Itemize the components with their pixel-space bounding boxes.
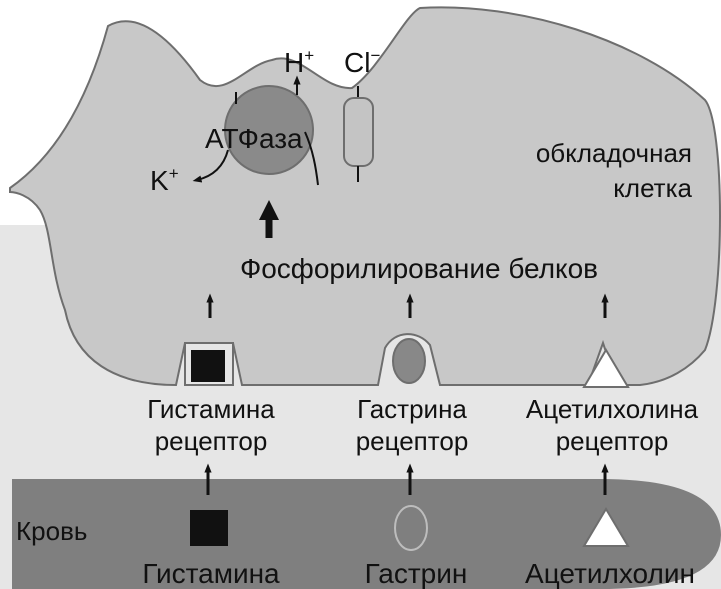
- acetylcholine-receptor-triangle-icon: [582, 348, 630, 388]
- gastrin-receptor-oval-icon: [392, 338, 426, 384]
- phosphorylation-label: Фосфорилирование белков: [240, 253, 598, 284]
- ligand-1-label: Гистамина: [142, 558, 280, 589]
- receptor-2-line1: Гастрина: [357, 394, 467, 424]
- histamine-square-icon: [190, 510, 228, 546]
- k-ion-label: K+: [150, 164, 179, 196]
- receptor-1-line1: Гистамина: [147, 394, 275, 424]
- atpase-pump: [224, 85, 314, 175]
- atpase-label: АТФаза: [205, 123, 303, 154]
- blood-label: Кровь: [16, 516, 87, 546]
- k-ion-arrow: [192, 149, 229, 183]
- gastrin-oval-icon: [394, 505, 428, 551]
- receptor-3-line1: Ацетилхолина: [526, 394, 699, 424]
- cell-label-line1: обкладочная: [536, 138, 692, 168]
- parietal-cell: [9, 6, 721, 387]
- receptor-2-line2: рецептор: [356, 426, 469, 456]
- blood-region: [12, 479, 721, 589]
- receptor-1-line2: рецептор: [155, 426, 268, 456]
- cell-label-line2: клетка: [613, 173, 692, 203]
- ligand-3-label: Ацетилхолин: [525, 558, 695, 589]
- cl-ion-label: Cl−: [344, 46, 380, 78]
- receptor-3-line2: рецептор: [556, 426, 669, 456]
- ligand-2-label: Гастрин: [365, 558, 468, 589]
- h-ion-label: H+: [284, 46, 314, 78]
- cl-channel: [343, 97, 374, 167]
- histamine-receptor-square-icon: [191, 350, 225, 382]
- pump-membrane-right: [304, 131, 319, 186]
- acetylcholine-triangle-icon: [582, 507, 630, 547]
